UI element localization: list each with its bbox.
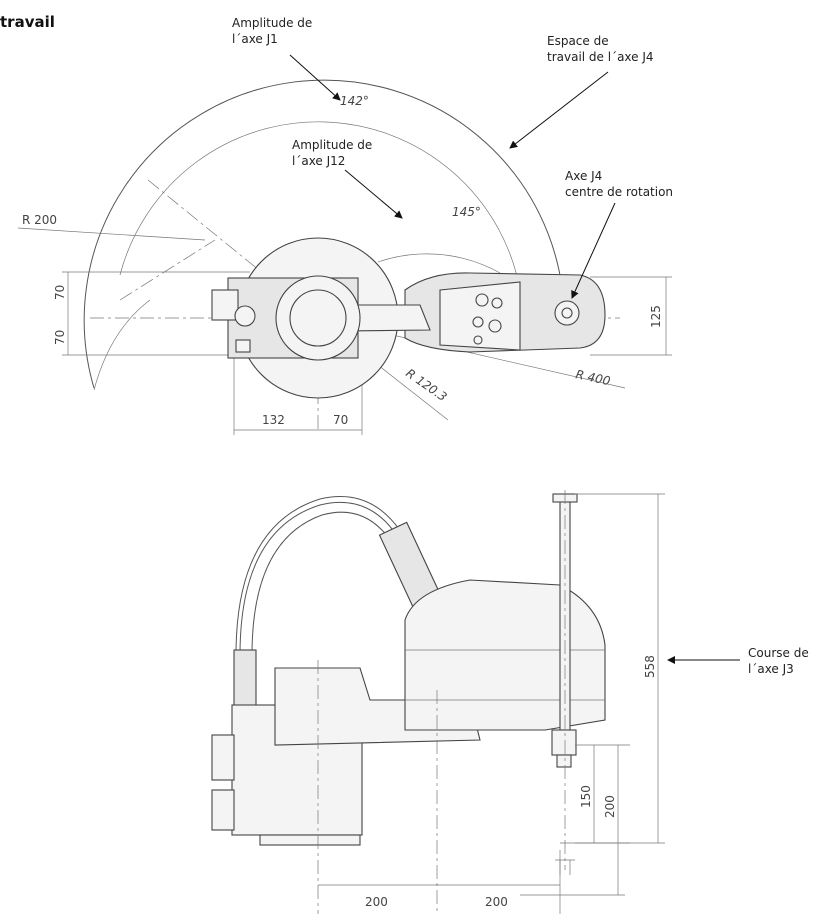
- page-title: travail: [0, 13, 55, 31]
- label-j4-workspace-line2: travail de l´axe J4: [547, 50, 654, 64]
- dim-142deg: 142°: [340, 94, 369, 108]
- label-j12-range-line1: Amplitude de: [292, 138, 373, 152]
- dim-70-bottom: 70: [53, 330, 67, 345]
- dim-200-left: 200: [365, 895, 388, 909]
- label-j4-rotation-center-line2: centre de rotation: [565, 185, 674, 199]
- dim-r400: R 400: [574, 367, 612, 388]
- side-arm-2: [404, 579, 606, 731]
- dim-r120-3: R 120.3: [403, 366, 449, 404]
- top-view: [17, 79, 672, 435]
- dim-125: 125: [649, 305, 663, 328]
- r200-arc-left: [93, 299, 151, 391]
- label-j12-range-line2: l´axe J12: [292, 154, 346, 168]
- dim-145deg: 145°: [452, 205, 481, 219]
- label-j3-stroke: Course de l´axe J3: [748, 645, 809, 677]
- dim-70-top: 70: [53, 285, 67, 300]
- label-j4-workspace: Espace de travail de l´axe J4: [547, 33, 654, 65]
- label-j4-rotation-center: Axe J4 centre de rotation: [565, 168, 673, 200]
- dim-200-right: 200: [485, 895, 508, 909]
- dim-200-vertical: 200: [603, 795, 617, 818]
- dim-150: 150: [579, 785, 593, 808]
- label-j4-workspace-line1: Espace de: [547, 34, 609, 48]
- j4-workspace-envelope: [83, 79, 565, 389]
- side-view: [211, 490, 665, 914]
- dim-558: 558: [643, 655, 657, 678]
- label-j1-range-line2: l´axe J1: [232, 32, 278, 46]
- j1-range-arc: [119, 121, 521, 291]
- label-j12-range: Amplitude de l´axe J12: [292, 137, 372, 169]
- label-j3-stroke-line2: l´axe J3: [748, 662, 794, 676]
- dim-r200: R 200: [22, 213, 57, 227]
- label-j1-range: Amplitude de l´axe J1: [232, 15, 312, 47]
- label-j4-rotation-center-line1: Axe J4: [565, 169, 603, 183]
- dim-70-horizontal: 70: [333, 413, 348, 427]
- dim-132: 132: [262, 413, 285, 427]
- label-j3-stroke-line1: Course de: [748, 646, 809, 660]
- label-j1-range-line1: Amplitude de: [232, 16, 313, 30]
